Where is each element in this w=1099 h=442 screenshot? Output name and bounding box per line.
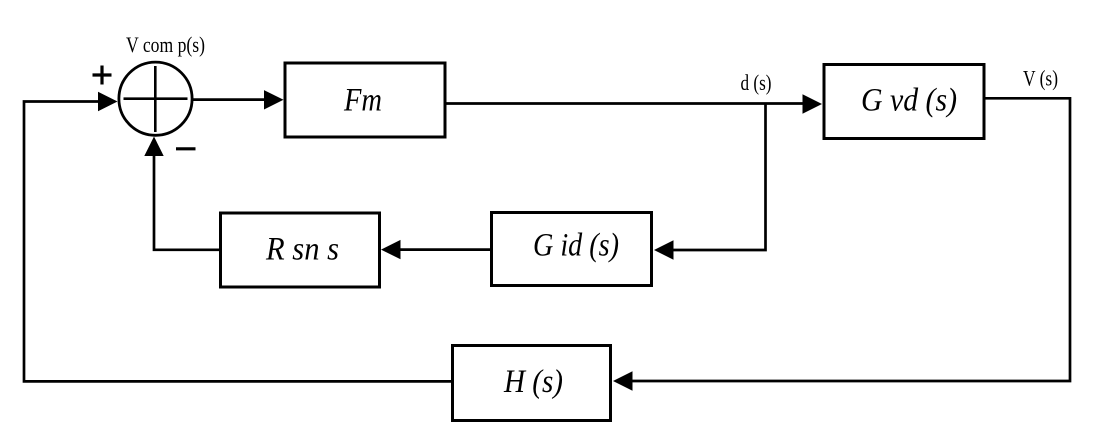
svg-text:R sn s: R sn s bbox=[265, 232, 339, 268]
svg-text:V (s): V (s) bbox=[1023, 66, 1058, 91]
svg-text:H (s): H (s) bbox=[503, 364, 563, 400]
svg-text:G vd (s): G vd (s) bbox=[861, 83, 957, 119]
svg-text:G id (s): G id (s) bbox=[533, 228, 619, 264]
svg-text:V com p(s): V com p(s) bbox=[126, 32, 205, 57]
svg-text:Fm: Fm bbox=[343, 83, 382, 119]
svg-text:d (s): d (s) bbox=[741, 70, 772, 95]
